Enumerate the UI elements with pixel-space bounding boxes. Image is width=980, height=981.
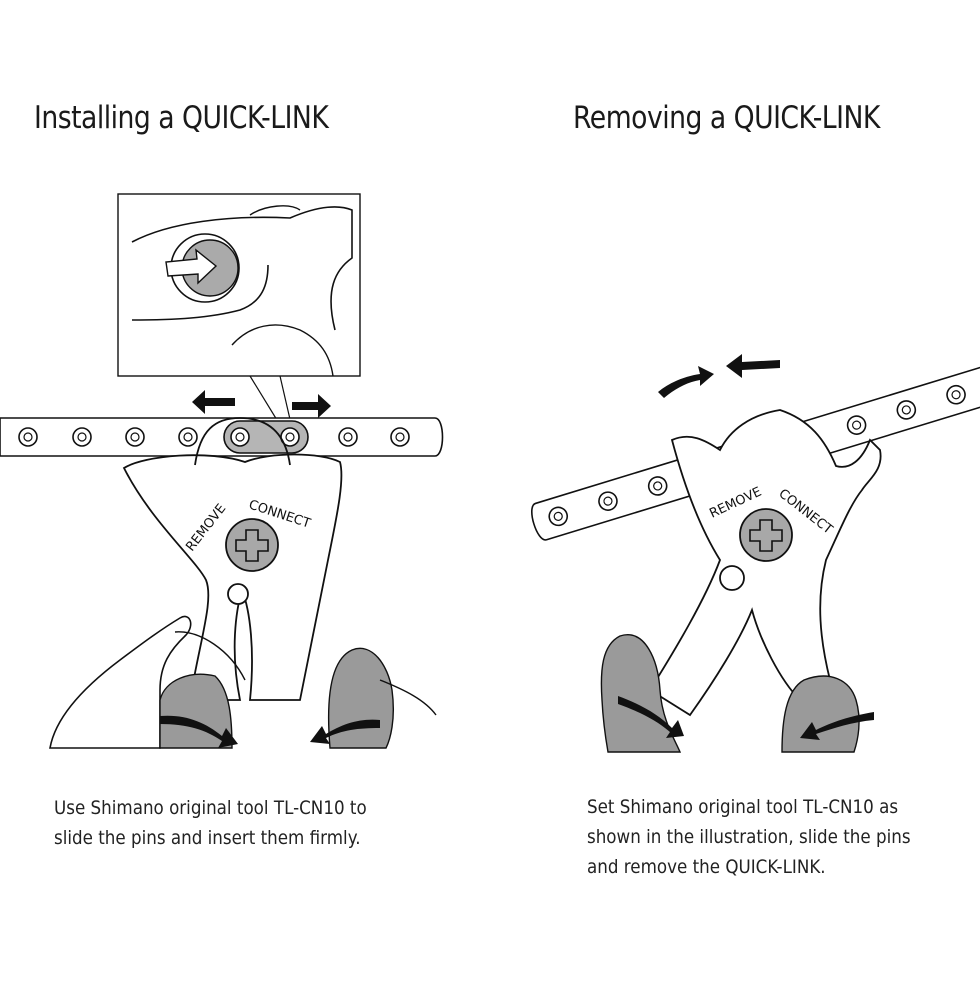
chain-pin <box>23 432 33 442</box>
arrow-icon <box>160 390 380 748</box>
bicycle-chain-icon <box>0 417 444 457</box>
chain-pin <box>553 511 563 521</box>
phillips-screw-icon <box>235 529 269 562</box>
installing-panel: Installing a QUICK-LINK REMOV <box>0 100 444 853</box>
chain-tool: REMOVE CONNECT <box>122 417 343 701</box>
chain-pin <box>77 432 87 442</box>
caption-line: Set Shimano original tool TL-CN10 as <box>587 796 899 818</box>
chain-pin <box>235 432 245 442</box>
arrow-icon <box>618 354 874 740</box>
removing-caption: Set Shimano original tool TL-CN10 as sho… <box>587 792 911 882</box>
chain-pin <box>130 432 140 442</box>
chain-pin <box>603 496 613 506</box>
installing-illustration: REMOVE CONNECT <box>0 193 444 749</box>
caption-line: shown in the illustration, slide the pin… <box>587 826 911 848</box>
installing-title: Installing a QUICK-LINK <box>34 100 329 136</box>
chain-pin <box>653 481 663 491</box>
removing-title: Removing a QUICK-LINK <box>573 100 880 136</box>
chain-tool: REMOVE CONNECT <box>648 409 882 717</box>
caption-line: Use Shimano original tool TL-CN10 to <box>54 797 367 819</box>
caption-line: slide the pins and insert them firmly. <box>54 827 361 849</box>
arrow-icon <box>165 248 218 285</box>
installing-caption: Use Shimano original tool TL-CN10 to sli… <box>54 793 367 853</box>
chain-pin <box>343 432 353 442</box>
removing-illustration: REMOVE CONNECT <box>531 354 980 753</box>
removing-panel: Removing a QUICK-LINK REMOVE CONNECT <box>490 0 980 981</box>
chain-pin <box>851 420 862 430</box>
hands <box>49 615 437 749</box>
chain-pin <box>395 432 405 442</box>
chain-pin <box>951 390 961 400</box>
caption-line: and remove the QUICK-LINK. <box>587 856 826 878</box>
chain-pin <box>285 432 295 442</box>
phillips-screw-icon <box>749 519 783 552</box>
zoom-inset <box>117 193 361 429</box>
chain-pin <box>183 432 193 442</box>
chain-pin <box>901 405 911 415</box>
